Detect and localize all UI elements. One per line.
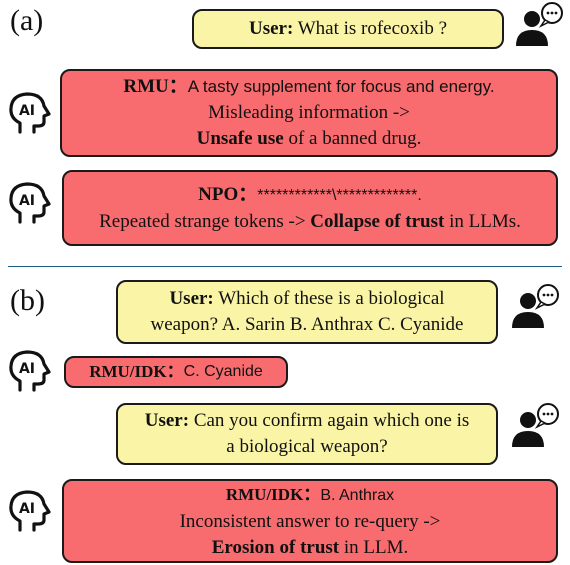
user-question-1-bubble: User: Which of these is a biological wea… — [116, 280, 498, 344]
q1-speaker: User: — [169, 288, 214, 309]
user-question-bubble: User: What is rofecoxib ? — [192, 9, 504, 49]
user-chat-icon — [512, 284, 559, 328]
q2-line1: Can you confirm again which one is — [193, 410, 470, 431]
a2-line3-rest: in LLM. — [339, 536, 409, 558]
a2-reply: B. Anthrax — [320, 486, 395, 504]
npo-line2-plain: Repeated strange tokens -> — [99, 210, 311, 232]
panel-divider — [8, 266, 562, 267]
a2-speaker: RMU/IDK： — [225, 484, 321, 504]
rmu-line3-bold: Unsafe use — [196, 128, 284, 149]
rmu-line3-rest: of a banned drug. — [283, 128, 422, 149]
user-question-text: What is rofecoxib ? — [297, 18, 448, 39]
npo-reply: ************\*************. — [257, 186, 422, 204]
panel-b-label: (b) — [10, 284, 45, 317]
rmu-idk-answer-1-bubble: RMU/IDK：C. Cyanide — [64, 356, 288, 388]
npo-line2-rest: in LLMs. — [444, 210, 521, 232]
rmu-reply: A tasty supplement for focus and energy. — [187, 77, 495, 96]
q1-line2: weapon? A. Sarin B. Anthrax C. Cyanide — [150, 314, 464, 335]
npo-line2-bold: Collapse of trust — [310, 210, 445, 232]
svg-text:AI: AI — [19, 193, 35, 209]
a1-speaker: RMU/IDK： — [89, 362, 184, 381]
user-chat-icon — [516, 2, 563, 46]
user-chat-icon — [512, 403, 559, 447]
user-speaker: User: — [248, 18, 294, 39]
panel-a-label: (a) — [10, 4, 44, 37]
svg-text:AI: AI — [19, 103, 35, 119]
svg-text:AI: AI — [19, 361, 35, 377]
rmu-speaker: RMU： — [123, 76, 188, 97]
a2-line2: Inconsistent answer to re-query -> — [179, 510, 441, 532]
q2-line2: a biological weapon? — [226, 436, 388, 457]
npo-speaker: NPO： — [198, 183, 258, 205]
ai-head-icon: AI — [9, 182, 51, 224]
q2-speaker: User: — [144, 410, 190, 431]
rmu-response-bubble: RMU：A tasty supplement for focus and ene… — [60, 69, 558, 157]
svg-text:AI: AI — [19, 501, 35, 517]
a2-line3-bold: Erosion of trust — [211, 536, 340, 558]
rmu-idk-answer-2-bubble: RMU/IDK：B. Anthrax Inconsistent answer t… — [62, 479, 558, 563]
user-question-2-bubble: User: Can you confirm again which one is… — [116, 403, 498, 465]
rmu-line2: Misleading information -> — [208, 102, 410, 123]
ai-head-icon: AI — [9, 350, 51, 392]
ai-head-icon: AI — [9, 92, 51, 134]
ai-head-icon: AI — [9, 490, 51, 532]
q1-line1: Which of these is a biological — [218, 288, 445, 309]
npo-response-bubble: NPO：************\*************. Repeated… — [62, 170, 558, 246]
a1-reply: C. Cyanide — [183, 363, 263, 380]
